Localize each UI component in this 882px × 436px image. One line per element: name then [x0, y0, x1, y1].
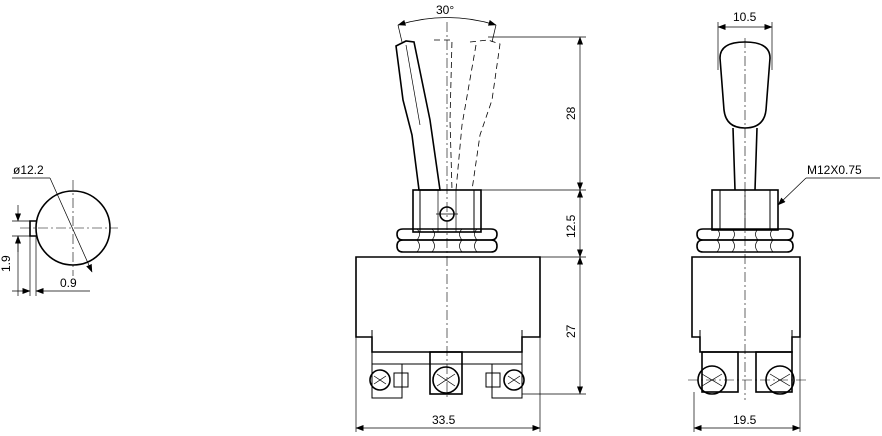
screw-mid-icon	[432, 366, 460, 394]
shaft-section-view: ø12.2 1.9 0.9	[0, 163, 118, 296]
terminal-left-lug	[371, 363, 403, 399]
screw-right-icon	[503, 369, 525, 391]
shaft-diameter-label: ø12.2	[13, 163, 44, 177]
front-bushing	[412, 189, 482, 233]
lever-dashed-right	[469, 39, 501, 191]
thread-spec-label: M12X0.75	[807, 163, 862, 177]
washer-waves	[416, 228, 478, 253]
side-body	[691, 256, 801, 353]
front-body	[355, 256, 541, 353]
terminal-mid-lug	[429, 351, 463, 395]
side-width-label: 19.5	[733, 413, 757, 427]
screw-mid-cross	[436, 373, 456, 387]
side-washer-bot	[696, 239, 794, 253]
screw-left-cross	[373, 375, 387, 385]
body-width-label: 33.5	[432, 413, 456, 427]
screw-right-cross	[507, 375, 521, 385]
angle-label: 30°	[436, 3, 454, 17]
angle-arc	[397, 17, 497, 26]
lever-dashed-right-inner	[455, 44, 477, 191]
flat-width-label: 0.9	[60, 276, 77, 290]
body-height-label: 27	[564, 324, 578, 338]
side-terminals	[688, 351, 806, 395]
nut-left	[393, 372, 409, 388]
lever-highlight	[405, 44, 421, 126]
shaft-flat-notch	[29, 220, 36, 237]
lever-dashed-center	[434, 39, 453, 191]
side-view: 10.5 M12X0.75	[688, 10, 880, 432]
terminal-right-lug	[491, 363, 523, 399]
screw-left-icon	[369, 369, 391, 391]
diameter-leader-diag	[49, 177, 93, 273]
thread-leader	[777, 177, 807, 206]
front-washer-bot	[396, 239, 498, 253]
side-lever-paddle	[719, 41, 771, 129]
side-lug-right	[755, 351, 793, 393]
nut-right	[485, 372, 501, 388]
lever-length-label: 28	[564, 106, 578, 120]
angle-ext-right	[491, 24, 497, 43]
front-terminals	[369, 351, 525, 399]
side-lug-left	[701, 351, 739, 393]
flat-depth-label: 1.9	[0, 255, 13, 272]
bushing-length-label: 12.5	[564, 214, 578, 238]
front-view: 30°	[355, 3, 586, 432]
side-lever-stem	[732, 127, 758, 191]
lever-width-label: 10.5	[733, 10, 757, 24]
angle-ext-left	[397, 24, 403, 43]
side-washer-waves	[716, 228, 774, 253]
